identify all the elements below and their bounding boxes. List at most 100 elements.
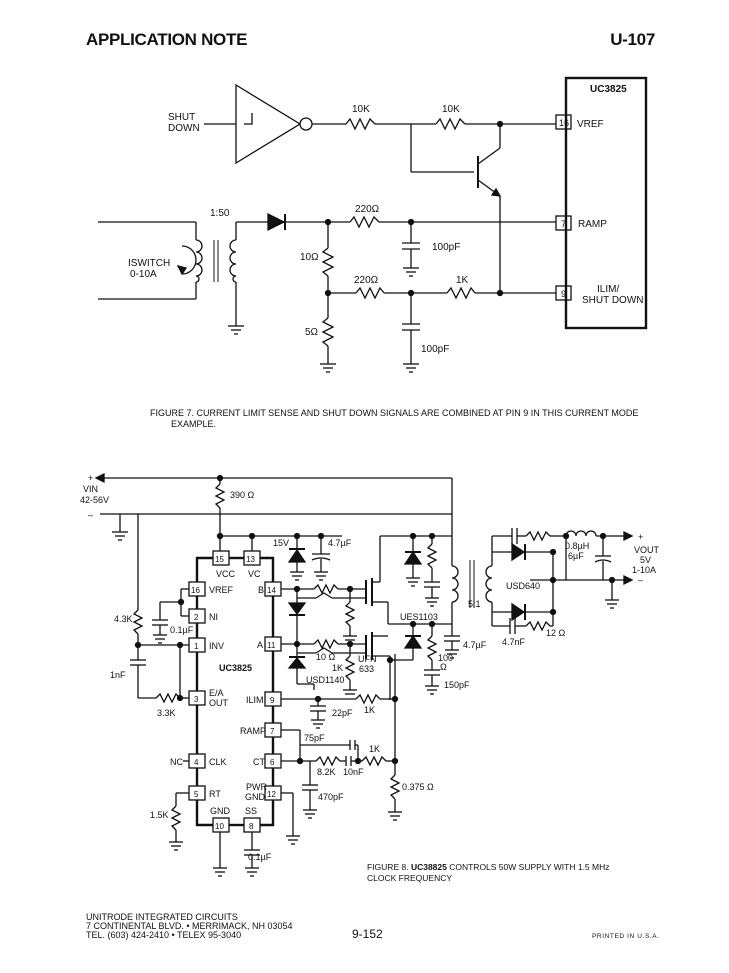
iswitch-label: ISWITCH xyxy=(128,258,170,269)
footer-contact: TEL. (603) 424-2410 • TELEX 95-3040 xyxy=(86,930,242,940)
usd1140-label: USD1140 xyxy=(306,675,344,685)
page-number: 9-152 xyxy=(352,927,383,941)
r1kc-label: 1K xyxy=(369,744,380,754)
resistor-220-a xyxy=(349,215,380,229)
pin2-label: 2 xyxy=(194,613,199,622)
r1ka-label: 1K xyxy=(332,663,343,673)
c470p-label: 470pF xyxy=(318,792,344,802)
vin-range-label: 42-56V xyxy=(80,495,109,505)
inv-label: INV xyxy=(209,641,224,651)
pin1-label: 1 xyxy=(194,642,199,651)
r220b-label: 220Ω xyxy=(354,275,379,286)
pin3-label: 3 xyxy=(194,695,199,704)
vout-plus-label: + xyxy=(638,532,643,542)
figure-8-caption-prefix: FIGURE 8. xyxy=(367,862,411,872)
c6u-label: 6µF xyxy=(568,551,584,561)
clk-label: CLK xyxy=(209,757,227,767)
nc-label: NC xyxy=(170,757,183,767)
gnd-label: GND xyxy=(210,806,231,816)
shutdown-label-line1: SHUT xyxy=(168,112,195,123)
vref-label: VREF xyxy=(209,585,234,595)
ufn-label: UFN xyxy=(358,654,377,664)
resistor-10k-a xyxy=(345,117,376,131)
ea-label: E/A xyxy=(209,688,224,698)
vout-minus-label: – xyxy=(638,575,643,585)
vin-plus-label: + xyxy=(88,473,93,483)
r12-label: 12 Ω xyxy=(546,628,566,638)
ct-label: CT xyxy=(253,757,265,767)
figure-8-caption-rest: CONTROLS 50W SUPPLY WITH 1.5 MHz xyxy=(446,862,610,872)
figure-7-caption-line1: FIGURE 7. CURRENT LIMIT SENSE AND SHUT D… xyxy=(150,408,639,418)
c01a-label: 0.1µF xyxy=(170,625,194,635)
figure-8-caption-line2: CLOCK FREQUENCY xyxy=(367,873,453,883)
ilim-label: ILIM xyxy=(246,695,264,705)
iswitch-range-label: 0-10A xyxy=(130,269,157,280)
pin15-label: 15 xyxy=(215,555,224,564)
vref-label: VREF xyxy=(577,119,604,130)
zener-15v-label: 15V xyxy=(273,538,289,548)
c100b-label: 100pF xyxy=(421,344,449,355)
shutdown-pin-label: SHUT DOWN xyxy=(582,295,643,306)
ramp-label: RAMP xyxy=(240,726,266,736)
vcc-label: VCC xyxy=(216,569,236,579)
pin13-label: 13 xyxy=(246,555,255,564)
pin12-label: 12 xyxy=(267,790,276,799)
pin16-label: 16 xyxy=(559,118,569,128)
vout-label: VOUT xyxy=(634,545,660,555)
r220a-label: 220Ω xyxy=(355,204,380,215)
ilim-label: ILIM/ xyxy=(597,284,619,295)
c01b-label: 0.1µF xyxy=(248,852,272,862)
uc3825-chip-box xyxy=(564,76,648,330)
rt-label: RT xyxy=(209,789,221,799)
vin-minus-label: – xyxy=(88,510,93,520)
fig8-chip-label: UC3825 xyxy=(219,663,252,673)
pin7-label: 7 xyxy=(561,219,566,229)
resistor-1k xyxy=(446,286,476,300)
r10-label: 10 Ω xyxy=(316,652,336,662)
r33k-label: 3.3K xyxy=(157,708,176,718)
r100-label: 100 xyxy=(438,653,453,663)
pin16-box xyxy=(555,114,572,130)
shutdown-buffer-icon xyxy=(235,83,302,165)
r1kb-label: 1K xyxy=(364,705,375,715)
document-number: U-107 xyxy=(610,30,655,49)
pin4-label: 4 xyxy=(194,758,199,767)
ramp-label: RAMP xyxy=(578,219,607,230)
vout-current-label: 1-10A xyxy=(632,565,656,575)
c150p-label: 150pF xyxy=(444,680,470,690)
pin5-label: 5 xyxy=(194,790,199,799)
pin9-label: 9 xyxy=(561,289,566,299)
c10n-label: 10nF xyxy=(343,767,364,777)
inductor-label: 0.8µH xyxy=(565,541,589,551)
rectifier-diode-icon xyxy=(267,212,286,232)
vin-label: VIN xyxy=(83,484,98,494)
ni-label: NI xyxy=(209,612,218,622)
ea-out-label: OUT xyxy=(209,698,229,708)
printed-in-usa: PRINTED IN U.S.A. xyxy=(592,933,660,940)
vout-voltage-label: 5V xyxy=(640,555,651,565)
r43k-label: 4.3K xyxy=(114,614,133,624)
resistor-10k-b xyxy=(435,117,466,131)
shutdown-label-line2: DOWN xyxy=(168,123,200,134)
pwr-gnd-label: GND xyxy=(245,792,266,802)
r5-label: 5Ω xyxy=(305,327,319,338)
r0375-label: 0.375 Ω xyxy=(402,782,434,792)
resistor-390-ohm xyxy=(214,483,226,509)
resistor-5-ohm xyxy=(321,317,335,347)
ufn-num-label: 633 xyxy=(359,664,374,674)
c47b-label: 4.7µF xyxy=(463,640,487,650)
r82k-label: 8.2K xyxy=(317,767,336,777)
pin7-label: 7 xyxy=(270,727,275,736)
resistor-220-b xyxy=(355,286,385,300)
c47n-label: 4.7nF xyxy=(502,637,526,647)
transformer-ratio-label: 5:1 xyxy=(468,599,481,609)
figure-8-caption-line1: FIGURE 8. UC38825 CONTROLS 50W SUPPLY WI… xyxy=(367,862,610,873)
r10k-a-label: 10K xyxy=(352,104,370,115)
r390-label: 390 Ω xyxy=(230,490,255,500)
vc-label: VC xyxy=(248,569,261,579)
pin10-label: 10 xyxy=(215,822,224,831)
pwr-label: PWR xyxy=(246,782,267,792)
r15k-label: 1.5K xyxy=(150,810,169,820)
pin16-label: 16 xyxy=(191,586,200,595)
